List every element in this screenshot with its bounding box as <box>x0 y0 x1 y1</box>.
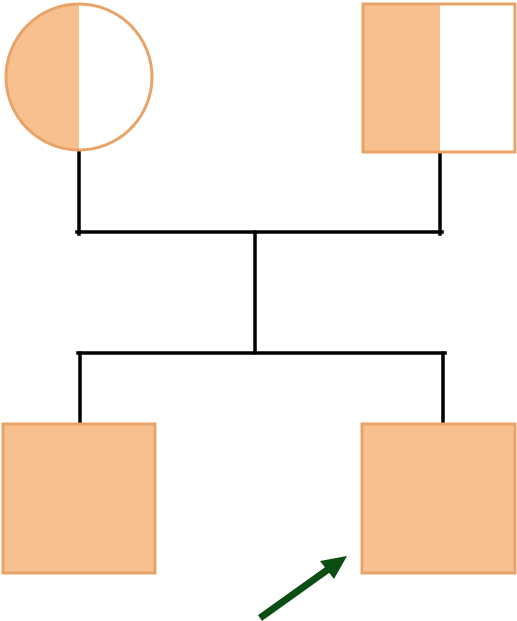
proband-arrow-head <box>320 556 347 579</box>
son-2-symbol <box>360 422 517 575</box>
grandmother-shaded-half <box>6 4 79 150</box>
grandmother-symbol <box>4 2 154 152</box>
grandfather-shaded-half <box>363 4 440 152</box>
grandfather-symbol <box>361 2 517 154</box>
pedigree-lines <box>75 148 447 426</box>
son-1-symbol <box>1 422 157 575</box>
grandfather-outline <box>361 2 517 154</box>
grandmother-outline <box>4 2 154 152</box>
proband-arrow-icon <box>257 556 347 621</box>
proband-arrow-shaft <box>257 565 333 621</box>
